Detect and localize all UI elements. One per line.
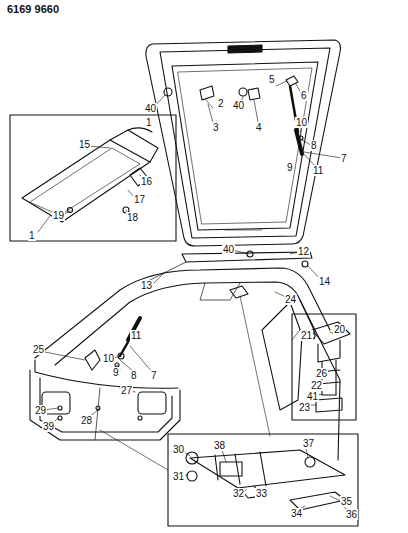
callout-number: 25 (32, 344, 45, 355)
callout-number: 17 (133, 194, 146, 205)
callout-number: 10 (102, 353, 115, 364)
callout-number: 27 (120, 385, 133, 396)
callout-number: 33 (255, 488, 268, 499)
callout-number: 38 (213, 440, 226, 451)
callout-number: 10 (295, 117, 308, 128)
callout-number: 1 (145, 117, 153, 128)
callout-number: 14 (318, 276, 331, 287)
callout-number: 34 (290, 508, 303, 519)
callout-number: 35 (340, 496, 353, 507)
callout-number: 8 (130, 370, 138, 381)
callout-number: 39 (42, 421, 55, 432)
callout-number: 40 (222, 244, 235, 255)
callout-number: 11 (130, 330, 142, 341)
callout-number: 32 (232, 488, 245, 499)
callout-number: 6 (300, 90, 308, 101)
callout-number: 40 (144, 103, 157, 114)
callout-number: 41 (306, 391, 319, 402)
callout-number: 19 (52, 210, 65, 221)
callout-number: 29 (34, 405, 47, 416)
callout-number: 18 (126, 212, 139, 223)
callout-number: 22 (310, 380, 323, 391)
callout-number: 7 (340, 153, 348, 164)
callout-number: 26 (315, 368, 328, 379)
callout-number: 30 (172, 444, 185, 455)
callout-number: 40 (232, 100, 245, 111)
callout-number: 4 (255, 122, 263, 133)
callout-number: 2 (217, 98, 225, 109)
callout-number: 28 (80, 415, 93, 426)
callout-number: 31 (172, 471, 185, 482)
callout-number: 7 (150, 370, 158, 381)
callout-number: 13 (140, 280, 153, 291)
callout-number: 15 (78, 139, 91, 150)
callout-number: 3 (212, 122, 220, 133)
callout-number: 16 (140, 176, 153, 187)
callout-number: 11 (312, 165, 324, 176)
callout-number: 37 (302, 438, 315, 449)
callout-number: 9 (286, 162, 294, 173)
callout-number: 12 (297, 246, 310, 257)
callout-number: 20 (333, 324, 346, 335)
figure-number: 6169 9660 (6, 4, 60, 15)
callout-number: 8 (310, 140, 318, 151)
callout-number: 23 (298, 402, 311, 413)
callout-number: 36 (345, 509, 358, 520)
callout-number: 9 (112, 367, 120, 378)
callout-number: 24 (284, 294, 297, 305)
callout-number: 1 (28, 230, 36, 241)
callout-number: 5 (268, 74, 276, 85)
callout-number: 21 (300, 330, 313, 341)
